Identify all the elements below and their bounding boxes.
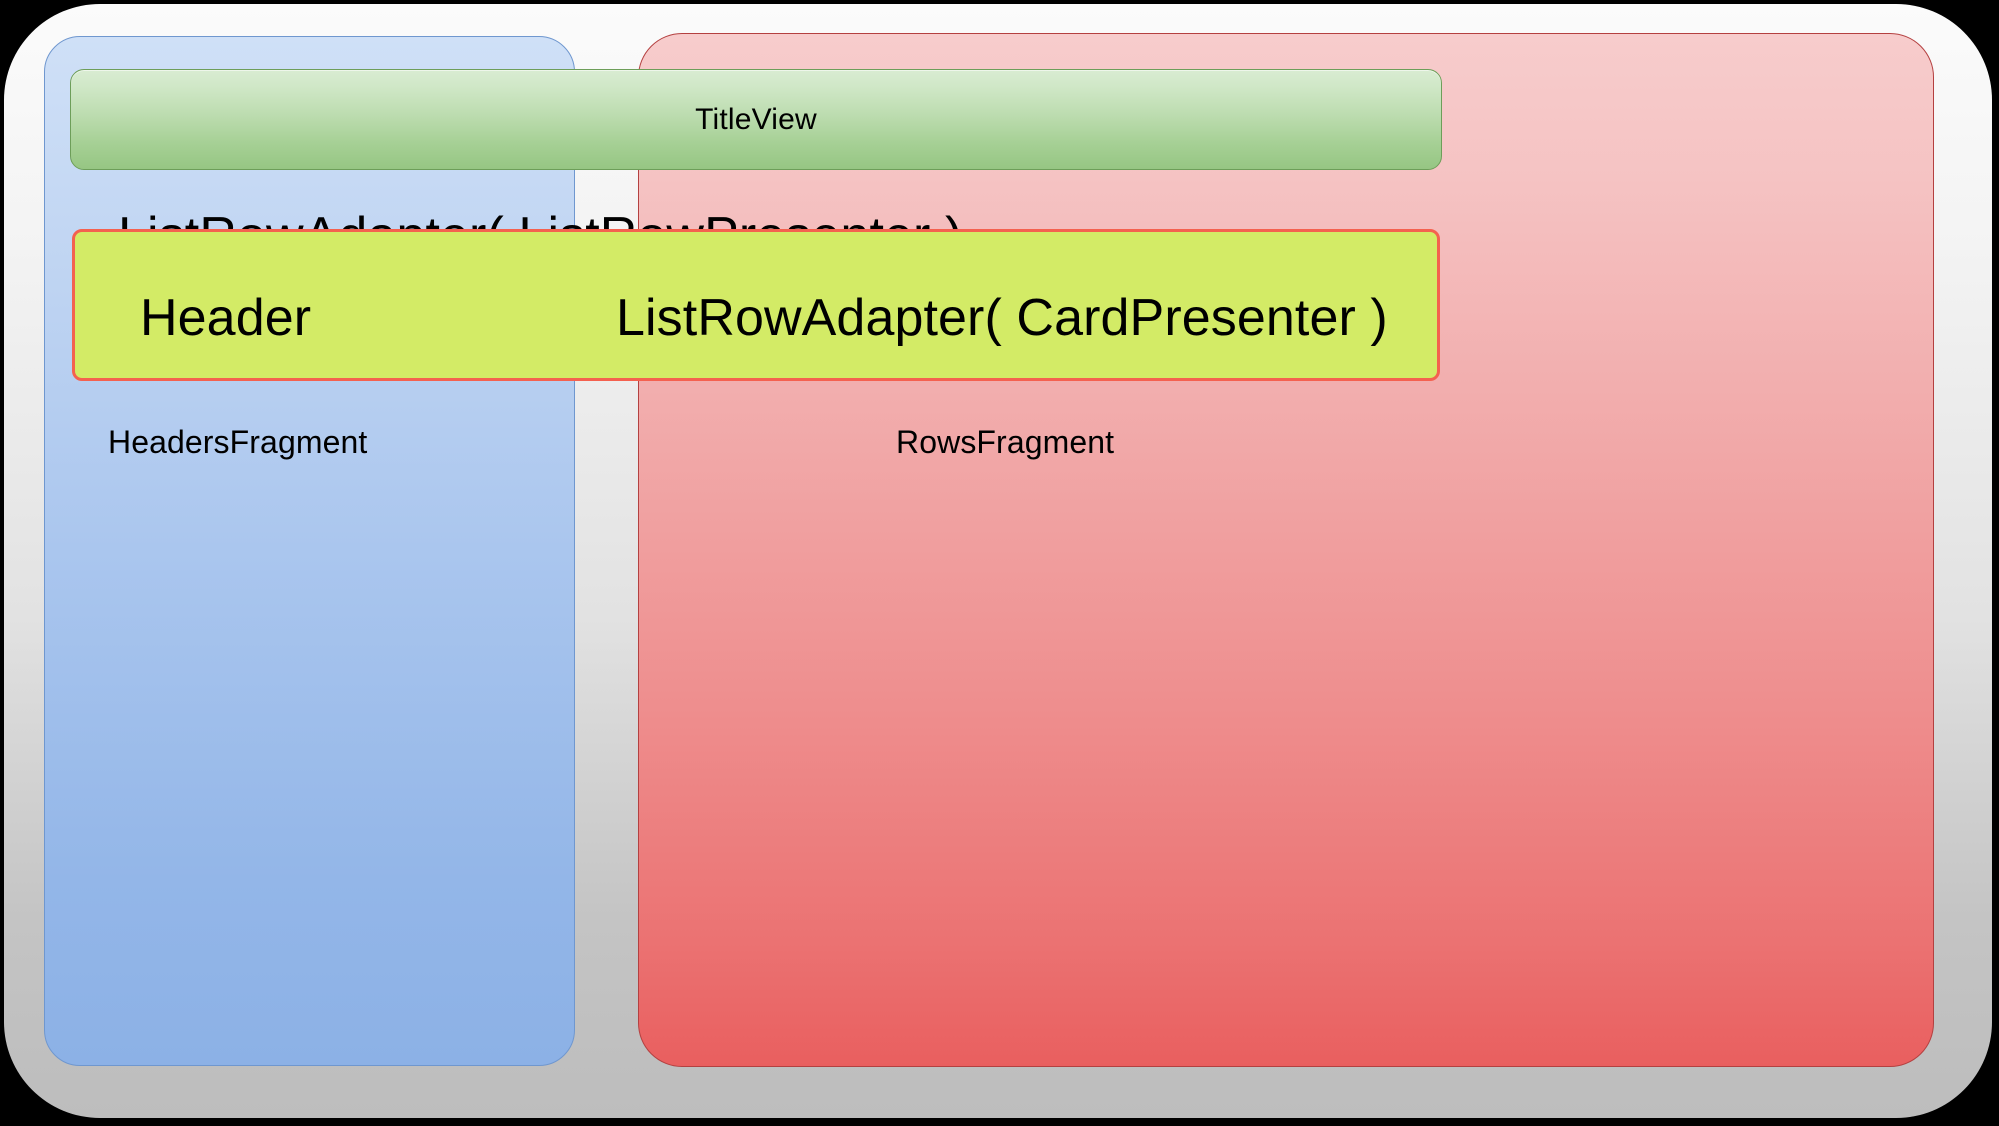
title-view-bar[interactable]: TitleView bbox=[70, 69, 1442, 170]
title-view-label: TitleView bbox=[695, 102, 817, 136]
rows-fragment-panel[interactable] bbox=[638, 33, 1934, 1067]
headers-fragment-panel[interactable] bbox=[44, 36, 575, 1066]
header-label: Header bbox=[140, 289, 312, 347]
headers-fragment-label: HeadersFragment bbox=[108, 424, 368, 460]
rows-fragment-label: RowsFragment bbox=[896, 424, 1115, 460]
list-row-band[interactable] bbox=[72, 229, 1440, 381]
list-row-adapter-card-presenter-label: ListRowAdapter( CardPresenter ) bbox=[616, 289, 1388, 347]
